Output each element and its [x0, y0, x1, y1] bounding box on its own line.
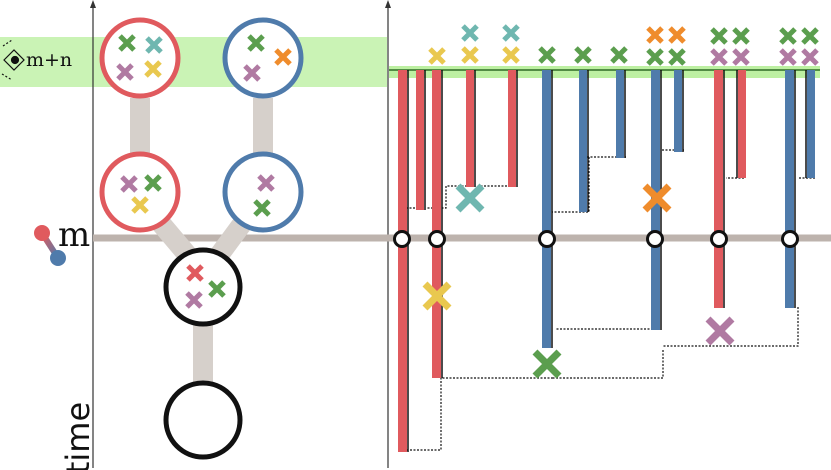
blue-node-top	[222, 17, 304, 99]
lineage-mutations	[428, 24, 819, 66]
observed-level-label: m+n	[26, 49, 73, 71]
tree-links	[130, 98, 273, 388]
time-axis-label: time	[59, 401, 97, 470]
root-node	[163, 380, 243, 460]
right-sampling-band	[389, 66, 820, 78]
blue-node-mid	[222, 151, 304, 233]
present-level-icon	[34, 225, 66, 266]
red-node-top	[99, 17, 181, 99]
present-level-label: m	[58, 215, 91, 255]
red-lineages	[398, 70, 746, 452]
right-axis-arrow	[385, 0, 391, 8]
node-mutations	[116, 34, 292, 309]
left-sampling-band	[0, 37, 387, 87]
red-node-mid	[99, 151, 181, 233]
coalescence-connectors	[402, 149, 816, 451]
lineage-mutations-large	[422, 183, 735, 379]
blue-lineages	[542, 70, 815, 348]
ancestor-node	[163, 247, 243, 327]
eye-icon	[1, 39, 25, 81]
left-axis-arrow	[90, 0, 96, 8]
present-lineage-markers	[393, 230, 799, 248]
